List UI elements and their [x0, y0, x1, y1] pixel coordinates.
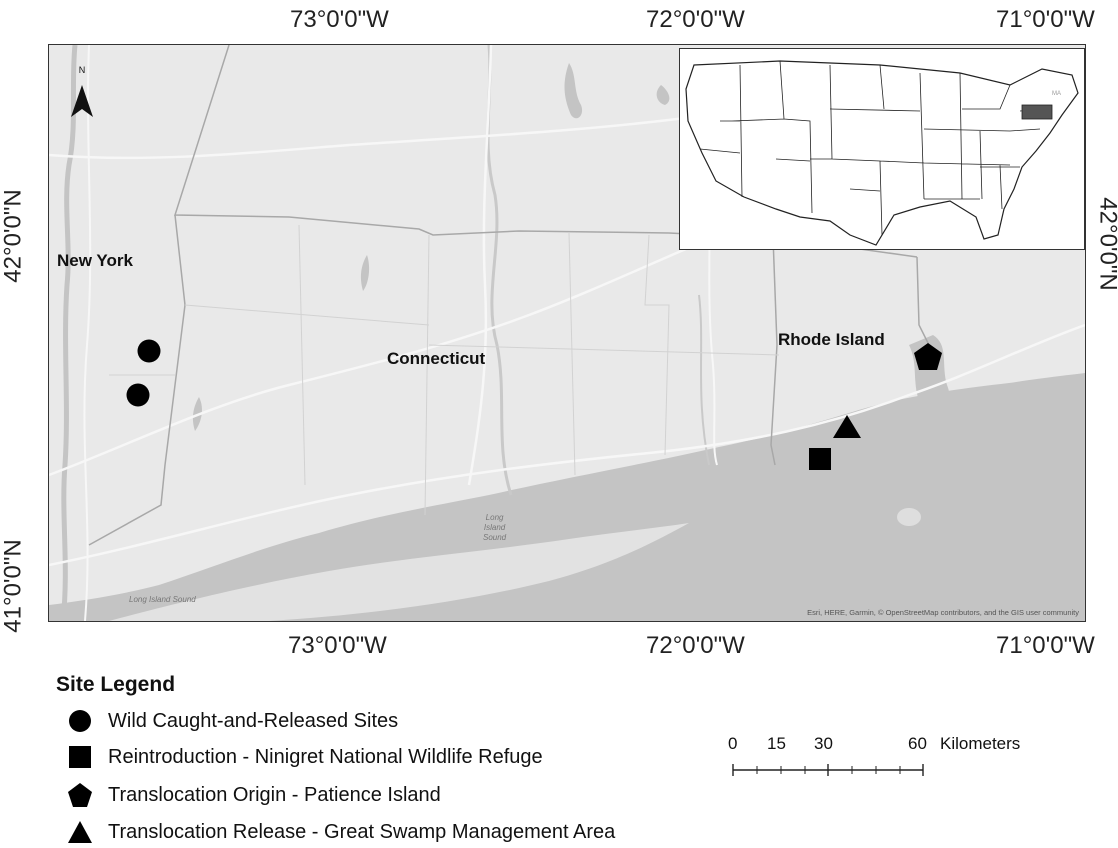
- label-rhode-island: Rhode Island: [778, 330, 885, 349]
- right-coord-42n: 42°0'0"N: [1094, 197, 1118, 291]
- inset-us-svg: MA: [685, 60, 1079, 246]
- connecticut-river: [486, 45, 513, 496]
- north-arrow-letter: N: [79, 65, 86, 75]
- road-i95: [49, 323, 1085, 567]
- legend-item-translocation-release: Translocation Release - Great Swamp Mana…: [66, 817, 615, 847]
- scale-bar: 0 15 30 60 Kilometers: [722, 734, 1052, 794]
- bottom-coord-73w: 73°0'0"W: [288, 632, 387, 659]
- top-coord-71w: 71°0'0"W: [996, 6, 1095, 33]
- label-long-island-sound-center: Long Island Sound: [483, 513, 507, 542]
- square-icon: [66, 743, 94, 771]
- block-island: [897, 508, 921, 526]
- county-lines: [109, 224, 780, 516]
- inset-us-map: MA: [679, 48, 1085, 250]
- long-island-sound: [49, 373, 1085, 621]
- ct-ri-boundary: [770, 236, 778, 466]
- road-i87: [83, 45, 92, 621]
- hudson-river: [60, 45, 78, 621]
- wild-site-marker-1: [137, 339, 161, 363]
- road-i91: [467, 45, 493, 486]
- bottom-coord-71w: 71°0'0"W: [996, 632, 1095, 659]
- bottom-coord-72w: 72°0'0"W: [646, 632, 745, 659]
- triangle-icon: [66, 818, 94, 846]
- long-island: [109, 523, 689, 621]
- circle-icon: [66, 707, 94, 735]
- legend-title: Site Legend: [56, 673, 176, 696]
- scale-unit-label: Kilometers: [940, 734, 1021, 753]
- translocation-release-marker: [833, 415, 861, 438]
- inset-state-abbrev: MA: [1052, 91, 1061, 97]
- label-long-island-sound-west: Long Island Sound: [129, 595, 196, 604]
- map-attribution: Esri, HERE, Garmin, © OpenStreetMap cont…: [807, 608, 1079, 617]
- legend-item-wild-sites: Wild Caught-and-Released Sites: [66, 706, 398, 736]
- barkhamsted-reservoir: [360, 255, 370, 291]
- label-new-york: New York: [57, 251, 133, 270]
- scale-bar-line: [732, 764, 924, 776]
- legend-item-reintroduction: Reintroduction - Ninigret National Wildl…: [66, 742, 543, 772]
- scale-tick-label-0: 0: [728, 734, 738, 753]
- scale-tick-label-60: 60: [908, 734, 927, 753]
- legend-label-wild-sites: Wild Caught-and-Released Sites: [108, 709, 399, 732]
- study-area-highlight: [1021, 104, 1053, 120]
- left-coord-42n: 42°0'0"N: [0, 189, 27, 283]
- inset-state-lines: [699, 60, 1051, 236]
- top-coord-73w: 73°0'0"W: [290, 6, 389, 33]
- wild-site-marker-2: [126, 383, 150, 407]
- legend-label-reintroduction: Reintroduction - Ninigret National Wildl…: [108, 745, 543, 768]
- legend-label-translocation-origin: Translocation Origin - Patience Island: [108, 783, 441, 806]
- reintroduction-marker: [809, 448, 831, 470]
- legend-item-translocation-origin: Translocation Origin - Patience Island: [66, 780, 441, 810]
- translocation-origin-marker: [914, 343, 942, 370]
- main-map[interactable]: N New York Connecticut Rhode Island Long…: [48, 44, 1086, 622]
- label-connecticut: Connecticut: [387, 349, 486, 368]
- map-basemap: N: [49, 45, 1085, 621]
- quabbin-reservoir: [564, 63, 583, 119]
- ri-ma-boundary: [916, 256, 930, 346]
- north-arrow-icon: [71, 85, 93, 117]
- thames-river: [698, 294, 710, 466]
- wachusett-reservoir: [656, 85, 670, 105]
- scale-tick-label-15: 15: [767, 734, 786, 753]
- left-coord-41n: 41°0'0"N: [0, 539, 27, 633]
- ny-ct-boundary: [88, 214, 186, 546]
- top-coord-72w: 72°0'0"W: [646, 6, 745, 33]
- legend-label-translocation-release: Translocation Release - Great Swamp Mana…: [108, 820, 616, 843]
- pentagon-icon: [66, 781, 94, 809]
- scale-tick-label-30: 30: [814, 734, 833, 753]
